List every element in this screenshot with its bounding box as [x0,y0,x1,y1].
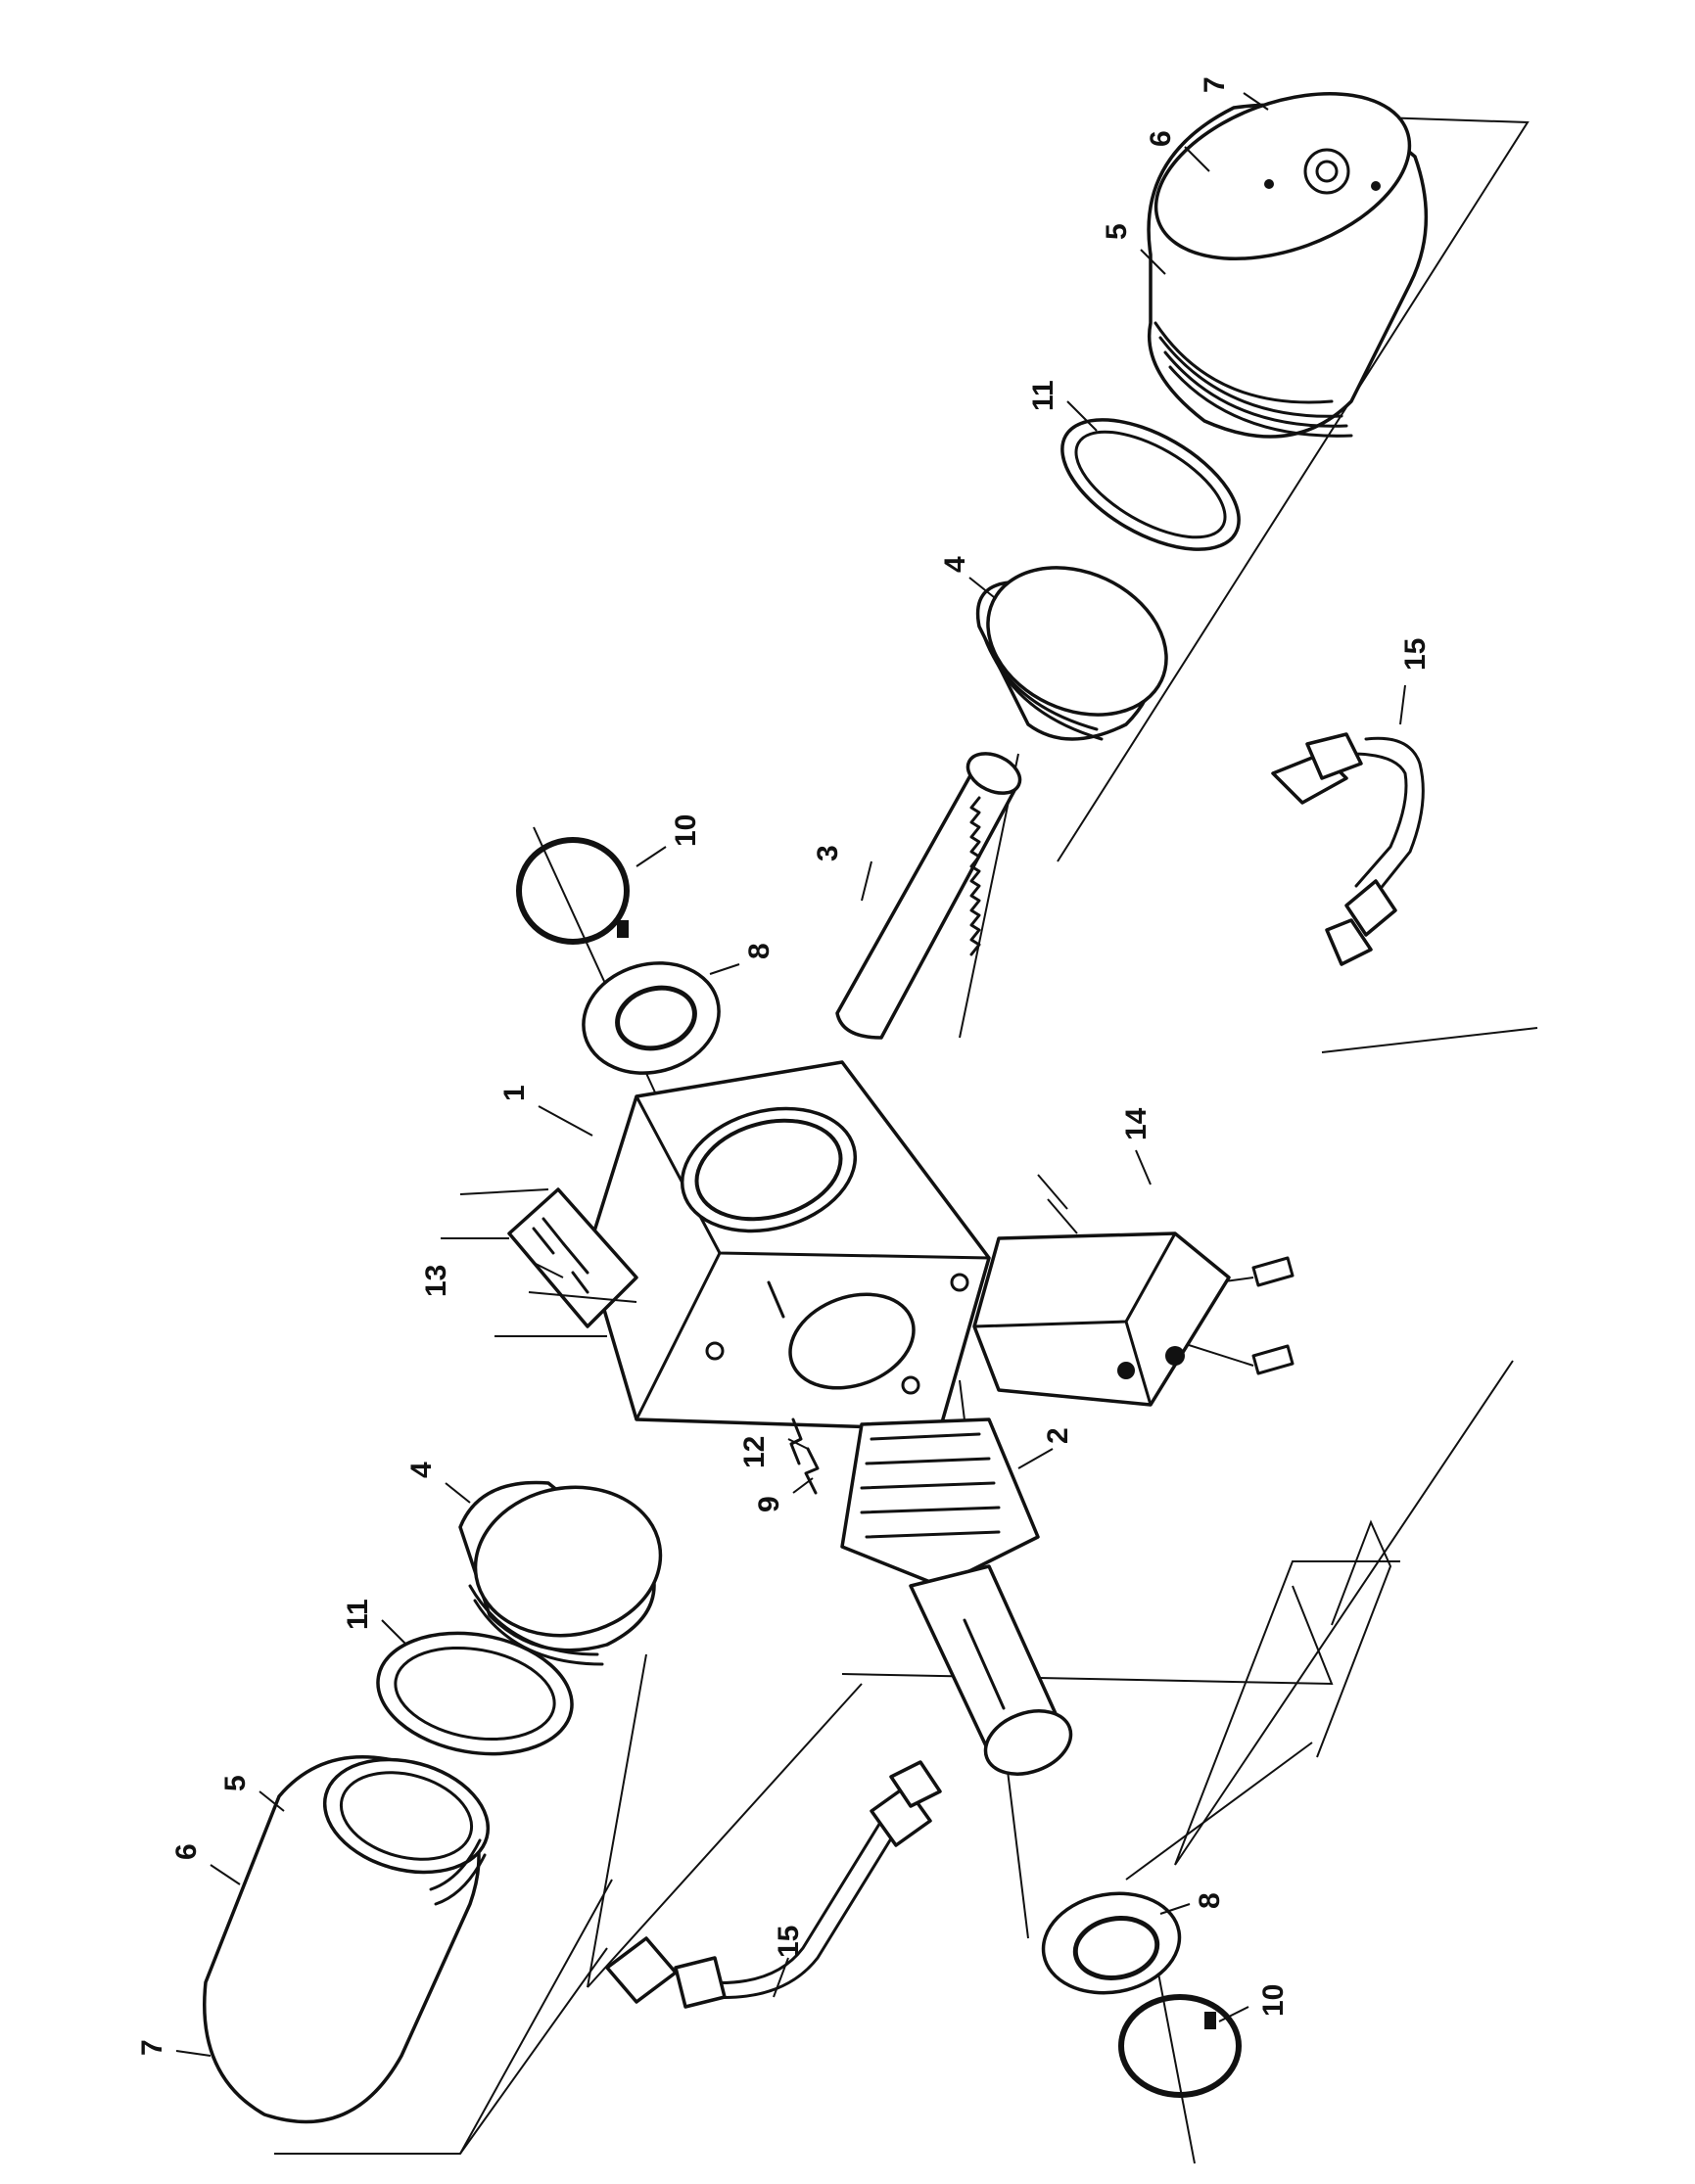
callout-15-upper: 15 [1399,638,1432,671]
callout-4-lower: 4 [405,1462,438,1478]
callout-7-lower: 7 [136,2039,168,2056]
callout-5-upper: 5 [1101,223,1133,240]
cylinder-cap-lower [203,1755,491,2124]
callout-9: 9 [753,1496,785,1512]
tube-fitting-lower [605,1760,942,2009]
callout-12: 12 [738,1436,771,1468]
callout-1: 1 [498,1085,531,1101]
callout-14: 14 [1120,1107,1153,1140]
nameplate [441,1187,638,1337]
rack-shaft [835,752,1022,1040]
callout-5-lower: 5 [219,1775,252,1791]
callout-11-lower: 11 [342,1599,374,1630]
tube-fitting-upper [1271,732,1425,966]
callout-6-upper: 6 [1145,130,1177,147]
callout-4-upper: 4 [939,556,971,573]
callout-labels: 7 6 5 11 4 15 10 3 8 1 14 13 2 12 9 4 11… [136,76,1432,2056]
seal-upper [582,961,721,1075]
pinion-gear [840,1417,1073,1776]
callout-11-upper: 11 [1027,380,1059,411]
retaining-ring-lower [376,1631,574,1756]
callout-10-lower: 10 [1257,1984,1290,2017]
callout-15-lower: 15 [773,1926,805,1958]
mounting-bracket [972,1231,1295,1407]
callout-6-lower: 6 [170,1843,203,1860]
callout-8-upper: 8 [743,943,776,959]
callout-leaders [175,92,1406,2057]
callout-13: 13 [420,1265,452,1297]
piston-upper [975,566,1168,741]
housing-block [586,1060,991,1431]
callout-8-lower: 8 [1194,1892,1226,1909]
set-screws [789,1417,820,1495]
piston-lower [458,1480,663,1666]
snap-ring-upper [516,837,630,945]
callout-3: 3 [812,845,844,861]
cylinder-cap-upper [1147,91,1429,439]
callout-10-upper: 10 [670,814,702,847]
callout-2: 2 [1042,1427,1074,1444]
callout-7-upper: 7 [1199,76,1231,93]
seal-lower [1041,1891,1182,1995]
snap-ring-lower [1118,1994,1242,2098]
retaining-ring-upper [1060,418,1241,551]
